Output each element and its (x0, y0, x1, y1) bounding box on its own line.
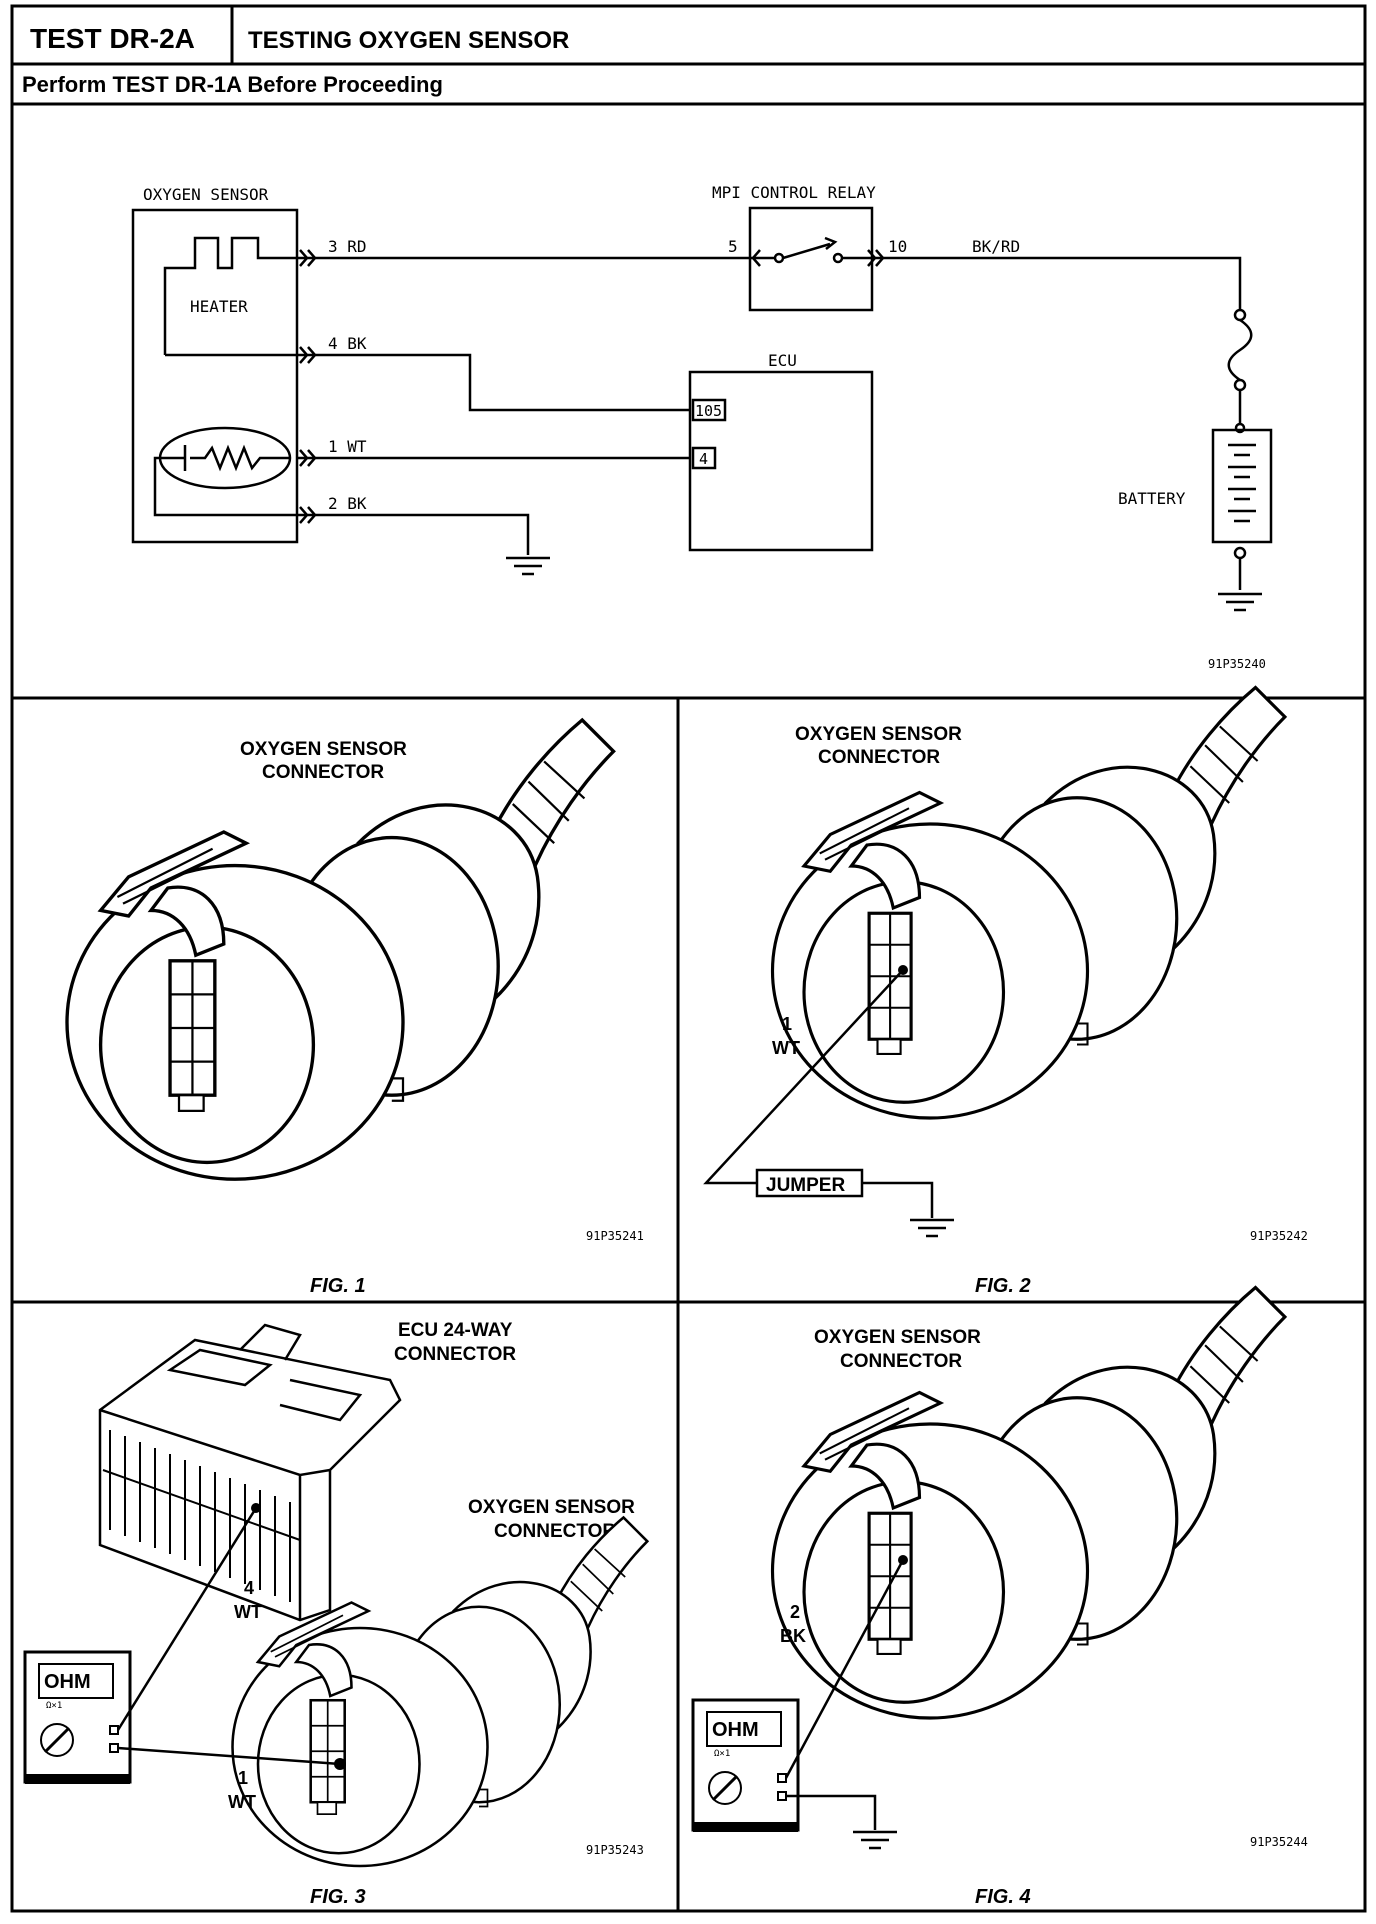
fig2-ref: 91P35242 (1250, 1229, 1308, 1243)
fig3-lead-to-ecu (116, 1507, 258, 1731)
relay-pin-10: 10 (888, 237, 907, 256)
fig4-caption: FIG. 4 (975, 1886, 1031, 1908)
ecu-label: ECU (768, 351, 797, 370)
fig1-connector-drawing (65, 718, 616, 1181)
fig1-panel: OXYGEN SENSOR CONNECTOR 91P35241 FIG. 1 (65, 718, 644, 1297)
fig3-ecu-conn-label-1: ECU 24-WAY (398, 1320, 513, 1341)
fig1-caption: FIG. 1 (310, 1275, 366, 1297)
heater-label: HEATER (190, 297, 248, 316)
fig3-sensor-pin-color: WT (228, 1792, 256, 1812)
fig2-pin-color: WT (772, 1038, 800, 1058)
fig2-connector-label-1: OXYGEN SENSOR (795, 724, 962, 745)
ecu-pin-105-label: 105 (695, 402, 722, 420)
fig2-jumper-label: JUMPER (766, 1175, 845, 1196)
fig3-lead-to-sensor (117, 1746, 341, 1766)
wire-4-bk (165, 353, 690, 412)
fig4-connector-label-1: OXYGEN SENSOR (814, 1327, 981, 1348)
fig4-lead-to-sensor (784, 1559, 905, 1779)
wire-1-label: 1 WT (328, 437, 367, 456)
relay-label: MPI CONTROL RELAY (712, 183, 876, 202)
fuse (1227, 318, 1253, 382)
fig4-ref: 91P35244 (1250, 1835, 1308, 1849)
fig2-jumper-box (755, 1168, 864, 1198)
heater-element (163, 236, 297, 355)
fig2-caption: FIG. 2 (975, 1275, 1031, 1297)
fig1-connector-label-2: CONNECTOR (262, 762, 384, 783)
fig4-ground-icon (851, 1830, 899, 1850)
fig4-meter-display: OHM (712, 1719, 759, 1741)
fig1-connector-label-1: OXYGEN SENSOR (240, 739, 407, 760)
fig3-sensor-conn-label-2: CONNECTOR (494, 1521, 616, 1542)
sensor-ground-icon (504, 556, 552, 576)
fig4-panel: OXYGEN SENSOR CONNECTOR 2 BK OHM Ω×1 91P… (691, 1285, 1308, 1908)
fig4-pin-number: 2 (790, 1602, 800, 1622)
test-id: TEST DR-2A (30, 23, 195, 54)
fig3-caption: FIG. 3 (310, 1886, 366, 1908)
battery-box (1211, 428, 1273, 544)
page-title: TESTING OXYGEN SENSOR (248, 27, 569, 54)
fig4-connector-label-2: CONNECTOR (840, 1351, 962, 1372)
fig3-ref: 91P35243 (586, 1843, 644, 1857)
fig2-panel: OXYGEN SENSOR CONNECTOR 1 WT JUMPER 91P3… (703, 685, 1308, 1297)
relay-pin-5: 5 (728, 237, 738, 256)
fig3-meter-range: Ω×1 (46, 1701, 62, 1711)
ecu-pin-4-label: 4 (699, 450, 708, 468)
wire-2-bk (297, 513, 530, 555)
fig4-lead-to-ground (786, 1794, 877, 1830)
fig3-ecu-conn-label-2: CONNECTOR (394, 1344, 516, 1365)
precondition-note: Perform TEST DR-1A Before Proceeding (22, 72, 443, 97)
fig3-ecu-pin-color: WT (234, 1602, 262, 1622)
fig2-connector-label-2: CONNECTOR (818, 747, 940, 768)
wiring-schematic (131, 206, 1273, 590)
fig4-meter-range: Ω×1 (714, 1749, 730, 1759)
fig3-ecu-connector-drawing (98, 1323, 402, 1622)
fig2-ground-icon (908, 1218, 956, 1238)
schematic-ref: 91P35240 (1208, 657, 1266, 671)
oxygen-sensor-label: OXYGEN SENSOR (143, 185, 269, 204)
fig1-ref: 91P35241 (586, 1229, 644, 1243)
battery-ground-icon (1216, 592, 1264, 612)
page-border (10, 4, 1367, 1913)
ecu-pin-105-box (691, 398, 727, 422)
fig2-jumper-wire (703, 969, 904, 1185)
wire-2-label: 2 BK (328, 494, 367, 513)
fig3-panel: ECU 24-WAY CONNECTOR OXYGEN SENSOR CONNE… (23, 1320, 649, 1908)
wire-bk-rd-label: BK/RD (972, 237, 1020, 256)
ecu-box (688, 370, 874, 552)
oxygen-sensor-box (131, 208, 299, 544)
fig3-sensor-conn-label-1: OXYGEN SENSOR (468, 1497, 635, 1518)
fig3-sensor-pin-number: 1 (238, 1768, 248, 1788)
wire-bk-rd (875, 256, 1242, 310)
wire-4-label: 4 BK (328, 334, 367, 353)
wire-3-label: 3 RD (328, 237, 367, 256)
fig3-ecu-pin-number: 4 (244, 1578, 254, 1598)
battery-label: BATTERY (1118, 489, 1186, 508)
fig3-meter-display: OHM (44, 1671, 91, 1693)
fig2-pin-number: 1 (782, 1014, 792, 1034)
ecu-pin-4-box (691, 446, 717, 470)
fig4-pin-color: BK (780, 1626, 806, 1646)
